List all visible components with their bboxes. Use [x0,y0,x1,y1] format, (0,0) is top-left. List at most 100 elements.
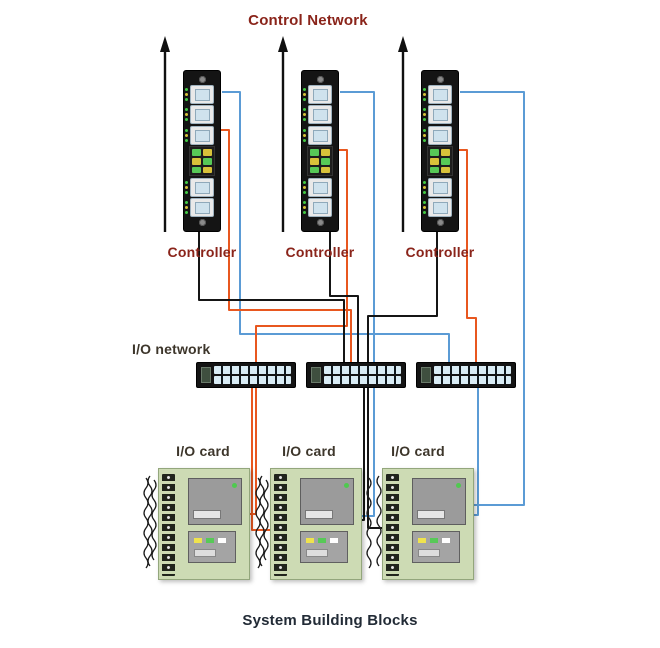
ethernet-port [185,84,214,104]
terminal-row [214,376,291,384]
wire-black-s2-card3 [367,388,384,529]
io-switch-2 [306,362,406,388]
ethernet-port [423,177,452,197]
up-arrow-head-3 [398,36,408,52]
io-switch-1 [196,362,296,388]
field-wiring-squiggles [143,475,382,569]
wire-blue-c3-card3 [460,91,525,506]
up-arrow-head-1 [160,36,170,52]
wire-orange-c1-s2 [221,129,352,364]
screw [436,76,444,83]
io-switch-3 [416,362,516,388]
led [430,157,439,165]
screw [436,218,444,226]
status-leds [189,146,215,177]
ethernet-port [303,105,332,125]
wire-blue-c1-s3 [222,91,450,364]
screw [198,218,206,226]
terminal-blocks [434,366,511,384]
wire-black-c1-s2 [198,232,345,364]
wire-black-c3-s2 [367,232,438,364]
io-card-1 [158,468,250,580]
io-card-label-1: I/O card [176,443,230,459]
field-terminal-strip [274,474,287,576]
led [321,149,330,156]
led [310,166,319,174]
screw [316,76,324,83]
relay-module [188,531,236,563]
led [310,157,319,165]
ethernet-port [185,198,214,218]
power-connector [421,367,431,383]
status-leds [307,146,333,177]
controller-device-3 [421,70,459,232]
led [430,166,439,174]
status-leds [427,146,453,177]
terminal-blocks [324,366,401,384]
screw [316,218,324,226]
relay-module [412,531,460,563]
controller-label-3: Controller [405,244,475,260]
ethernet-port [185,105,214,125]
led [441,157,450,165]
wire-black-c2-s2 [329,232,359,364]
field-wire [263,479,269,561]
ethernet-port [303,177,332,197]
led [441,149,450,156]
led [441,166,450,174]
led [192,166,201,174]
footer-title: System Building Blocks [242,612,418,629]
wire-orange-c2-s1 [255,149,348,364]
field-wire [151,479,157,561]
ethernet-port [303,198,332,218]
controller-label-2: Controller [285,244,355,260]
controller-label-1: Controller [167,244,237,260]
io-card-2 [270,468,362,580]
black-io-wires [198,232,438,529]
io-module [412,478,466,525]
relay-module [300,531,348,563]
ethernet-port [423,84,452,104]
terminal-row [214,366,291,374]
ethernet-port [185,125,214,145]
led [192,149,201,156]
terminal-blocks [214,366,291,384]
ethernet-port [185,177,214,197]
ethernet-port [423,105,452,125]
control-network-arrows [160,36,408,232]
field-wire [376,475,382,567]
terminal-row [324,366,401,374]
led [321,166,330,174]
controller-device-1 [183,70,221,232]
field-wire [255,477,261,569]
io-network-label: I/O network [132,341,211,357]
led [321,157,330,165]
screw [198,76,206,83]
ethernet-port [303,84,332,104]
led [310,149,319,156]
controller-device-2 [301,70,339,232]
led [203,157,212,165]
io-card-label-2: I/O card [282,443,336,459]
field-wire [366,477,372,569]
terminal-row [434,376,511,384]
ethernet-port [303,125,332,145]
io-card-3 [382,468,474,580]
power-connector [201,367,211,383]
field-terminal-strip [386,474,399,576]
terminal-row [324,376,401,384]
terminal-row [434,366,511,374]
ethernet-port [423,198,452,218]
wire-orange-c3-s3 [459,149,477,364]
blue-network-wires [222,91,525,517]
up-arrow-head-2 [278,36,288,52]
power-connector [311,367,321,383]
led [203,149,212,156]
field-wire [143,477,149,569]
field-wire [259,475,265,567]
field-terminal-strip [162,474,175,576]
field-wire [147,475,153,567]
led [203,166,212,174]
led [430,149,439,156]
